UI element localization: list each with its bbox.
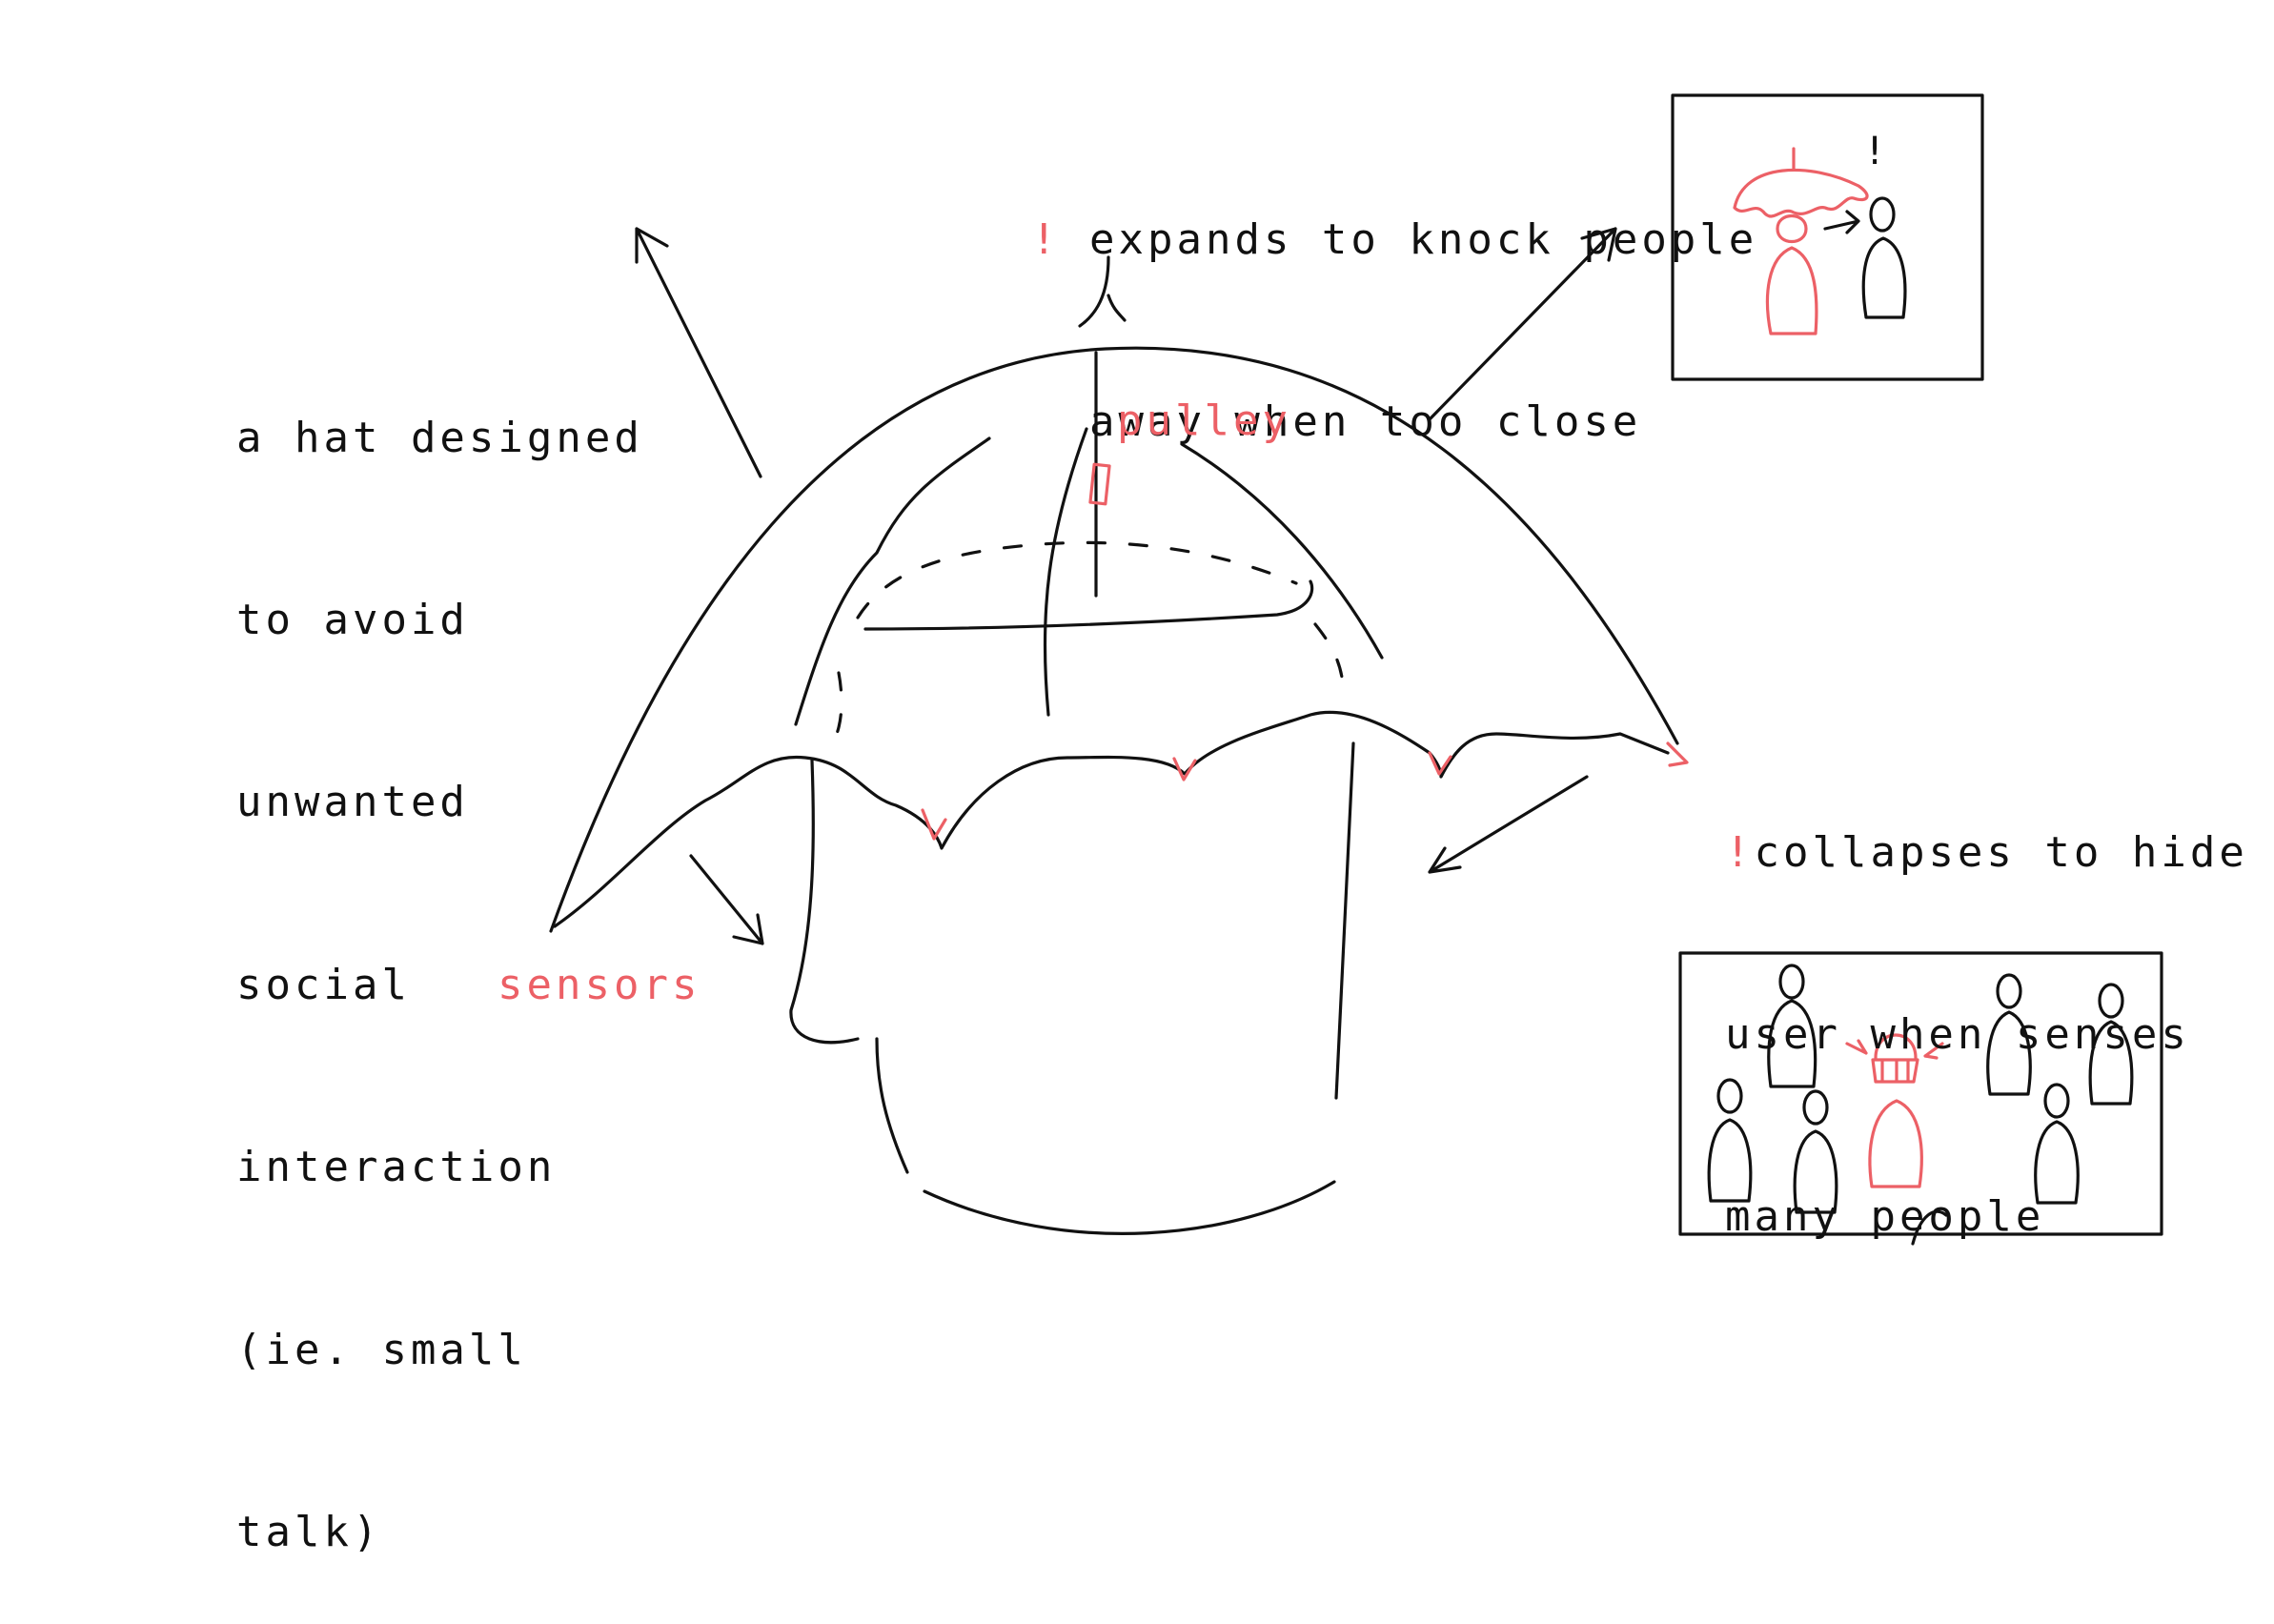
arrow-sensors — [691, 856, 762, 944]
description-line: talk) — [236, 1502, 643, 1563]
note-collapse-line-1: !collapses to hide — [1725, 822, 2248, 883]
arrow-description — [637, 229, 761, 477]
panel1-person-body — [1863, 238, 1905, 317]
note-expand-line-1: ! expands to knock people — [1031, 210, 1757, 271]
panel1-alert-mark: ! — [1863, 124, 1890, 179]
head-chin — [877, 1039, 907, 1172]
hat-crossbar — [865, 581, 1312, 629]
head-forehead — [791, 761, 858, 1043]
head-neck — [924, 1182, 1334, 1233]
description-line: interaction — [236, 1137, 643, 1198]
label-sensors: sensors — [497, 955, 700, 1016]
alert-mark: ! — [1031, 215, 1061, 264]
rim-tip-2 — [1174, 759, 1195, 780]
panel1-user-body — [1767, 248, 1816, 334]
head-back — [1336, 743, 1353, 1098]
hat-band-dashed — [858, 542, 1296, 618]
label-pulley: pulley — [1117, 391, 1291, 452]
note-collapse-line-3: many people — [1725, 1187, 2248, 1248]
description-line: unwanted — [236, 772, 643, 833]
note-collapse-text: collapses to hide — [1755, 828, 2248, 877]
panel1-arrow — [1825, 212, 1858, 233]
panel1-person-head — [1871, 198, 1894, 231]
note-collapse: !collapses to hide user when senses many… — [1725, 700, 2248, 1309]
note-collapse-line-2: user when senses — [1725, 1005, 2248, 1066]
panel1-user-head — [1777, 216, 1806, 242]
hat-side-dashed-right — [1315, 624, 1344, 700]
canopy-tip-right — [1668, 743, 1687, 765]
description-line: to avoid — [236, 590, 643, 651]
description-line: a hat designed — [236, 408, 643, 469]
note-expand-text: expands to knock people — [1089, 215, 1757, 264]
alert-mark: ! — [1725, 828, 1755, 877]
description-line: (ie. small — [236, 1320, 643, 1381]
hat-side-dashed-left — [824, 673, 842, 746]
arrow-collapse — [1430, 777, 1587, 872]
